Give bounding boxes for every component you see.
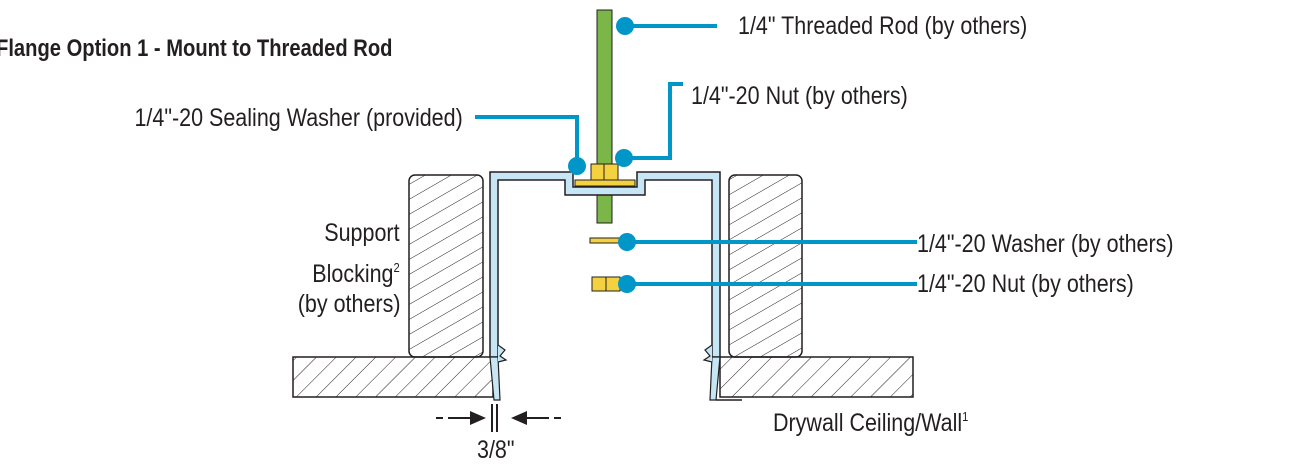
washer-loose bbox=[589, 237, 621, 244]
callout-nut-top bbox=[615, 82, 683, 167]
label-support-blocking-line1: Support bbox=[324, 219, 400, 247]
label-nut-bottom: 1/4"-20 Nut (by others) bbox=[917, 270, 1134, 298]
nut-loose bbox=[591, 276, 621, 292]
label-threaded-rod: 1/4" Threaded Rod (by others) bbox=[738, 12, 1028, 40]
label-drywall: Drywall Ceiling/Wall1 bbox=[773, 403, 968, 437]
support-blocking-right bbox=[728, 174, 803, 358]
label-nut-top: 1/4"-20 Nut (by others) bbox=[691, 82, 908, 110]
label-sealing-washer: 1/4"-20 Sealing Washer (provided) bbox=[134, 104, 463, 132]
callout-washer bbox=[618, 233, 917, 251]
label-washer: 1/4"-20 Washer (by others) bbox=[917, 230, 1174, 258]
callout-sealing-washer bbox=[475, 115, 586, 175]
dimension-indicator bbox=[436, 404, 561, 432]
drywall-right bbox=[719, 356, 914, 398]
label-dimension: 3/8" bbox=[477, 436, 515, 464]
drywall-left bbox=[292, 356, 494, 398]
diagram-title: Flange Option 1 - Mount to Threaded Rod bbox=[0, 35, 393, 62]
support-blocking-left bbox=[408, 174, 484, 358]
footnote-2: 2 bbox=[393, 260, 400, 275]
label-support-blocking-line3: (by others) bbox=[297, 290, 400, 318]
callout-threaded-rod bbox=[616, 17, 717, 35]
drywall-text: Drywall Ceiling/Wall bbox=[773, 409, 963, 437]
nut-top bbox=[590, 163, 619, 181]
callout-nut-bottom bbox=[618, 275, 917, 293]
support-blocking-text: Blocking bbox=[312, 260, 394, 288]
sealing-washer bbox=[574, 179, 636, 187]
footnote-1: 1 bbox=[962, 409, 969, 424]
label-support-blocking-line2: Blocking2 bbox=[313, 254, 400, 288]
flange-channel bbox=[489, 171, 721, 401]
